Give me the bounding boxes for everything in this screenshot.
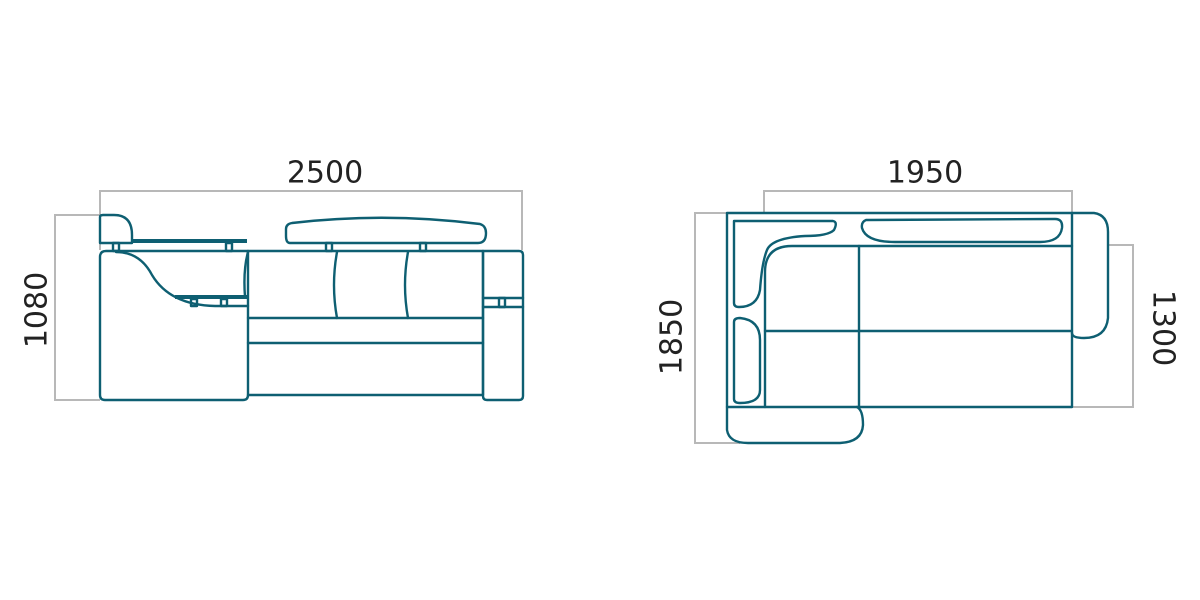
right-armrest: [1070, 211, 1110, 340]
corner-back-cushion: [732, 219, 837, 309]
connector: [219, 297, 229, 308]
connector: [497, 296, 507, 309]
back-divider: [403, 250, 410, 320]
top-pillow: [284, 216, 488, 245]
connector: [418, 241, 428, 253]
connector: [189, 297, 199, 308]
right-armrest: [481, 249, 525, 402]
sofa-outline: [725, 211, 1074, 409]
back-pillow: [860, 217, 1064, 244]
height-label: 1080: [20, 272, 55, 348]
left-side-cushion: [732, 316, 762, 405]
seat-area: [763, 244, 1074, 409]
sofa-body: [246, 249, 485, 397]
side-depth-dimension-line: [1072, 244, 1134, 408]
left-headrest: [98, 213, 134, 245]
depth-label: 1850: [655, 299, 690, 375]
front-view: 2500 1080: [20, 156, 525, 402]
width-label: 1950: [887, 156, 963, 191]
height-dimension-line: [54, 214, 100, 401]
connector: [324, 241, 334, 253]
width-dimension-line: [763, 190, 1073, 213]
left-armrest: [98, 249, 250, 402]
side-depth-label: 1300: [1146, 290, 1181, 366]
back-divider: [243, 250, 250, 299]
armrest-curve: [114, 250, 250, 308]
width-label: 2500: [287, 156, 363, 191]
chaise-armrest: [725, 405, 865, 445]
depth-dimension-line: [694, 212, 740, 444]
top-view: 1950 1850 1300: [655, 156, 1181, 445]
back-divider: [332, 250, 339, 320]
